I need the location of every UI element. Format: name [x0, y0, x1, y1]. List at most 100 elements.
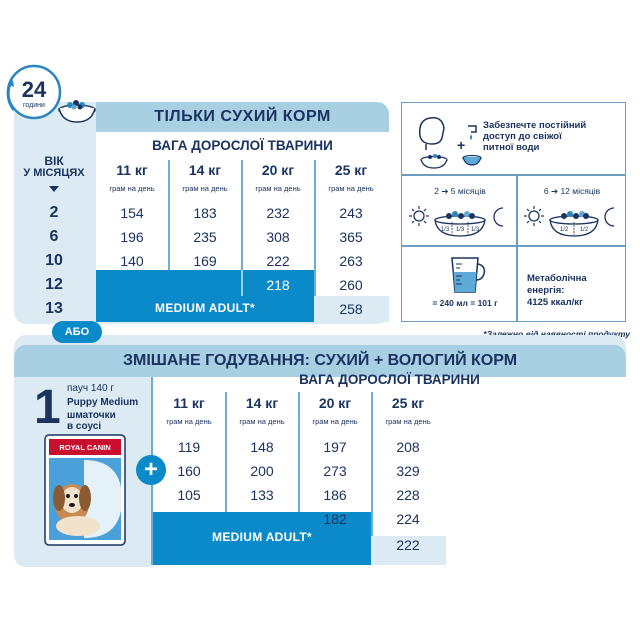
age-value: 13: [45, 300, 63, 317]
unit-label: грам на день: [255, 184, 301, 193]
age-header-line2: У МІСЯЦЯХ: [23, 167, 85, 179]
age-value: 12: [45, 276, 63, 293]
table-cell: 186: [323, 487, 347, 503]
column-divider: [241, 270, 243, 296]
medium-adult-label: MEDIUM ADULT*: [212, 530, 312, 544]
medium-adult-box: [153, 512, 371, 565]
pouch-image: ROYAL CANIN: [44, 434, 126, 546]
age-header-line1: ВІК: [44, 154, 64, 168]
fraction-label: 1/2: [560, 227, 569, 233]
table-cell: 235: [193, 229, 217, 245]
weight-header: 25 кг: [391, 395, 425, 411]
age-arrow-icon: [49, 186, 59, 192]
age-value: 6: [49, 228, 59, 245]
column-divider: [241, 160, 243, 270]
age-value: 10: [45, 252, 63, 269]
table-cell: 365: [339, 229, 363, 245]
pouch-texture: в соусі: [67, 421, 102, 432]
energy-text: Метаболічна енергія: 4125 ккал/кг: [527, 273, 622, 309]
weight-header: 14 кг: [245, 395, 279, 411]
panel-divider: [401, 245, 626, 247]
table-cell: 105: [177, 487, 201, 503]
brand-logo: ROYAL CANIN: [59, 443, 110, 452]
two-meals-icon: 1/2 1/2: [524, 206, 615, 237]
table-cell: 222: [396, 537, 420, 553]
water-advice-line: Забезпечте постійний: [483, 120, 587, 131]
table-cell: 273: [323, 463, 347, 479]
table-cell: 119: [177, 439, 201, 455]
panel-divider: [516, 174, 518, 245]
pouch-count: 1: [34, 381, 61, 434]
table-cell: 154: [120, 205, 144, 221]
weight-header: 14 кг: [188, 162, 222, 178]
column-divider: [298, 392, 300, 512]
unit-label: грам на день: [166, 417, 212, 426]
clock-label: години: [23, 102, 45, 109]
table-cell: 196: [120, 229, 144, 245]
weight-header: 11 кг: [173, 395, 205, 411]
fraction-label: 1/3: [471, 227, 480, 233]
pouch-size: пауч 140 г: [67, 383, 114, 394]
table-cell: 260: [339, 277, 363, 293]
table-cell: 197: [323, 439, 347, 455]
pouch-texture: шматочки: [67, 410, 116, 421]
or-badge: АБО: [52, 321, 102, 343]
svg-text:+: +: [457, 137, 465, 153]
weight-header: 25 кг: [334, 162, 368, 178]
table-tail: [371, 536, 446, 565]
table-cell: 133: [250, 487, 274, 503]
table-cell: 224: [396, 511, 420, 527]
water-advice-line: доступ до свіжої: [483, 131, 562, 142]
weight-header: 20 кг: [261, 162, 295, 178]
fraction-label: 1/2: [580, 227, 589, 233]
table-cell: 148: [250, 439, 274, 455]
medium-adult-box: [96, 270, 314, 322]
table-cell: 232: [266, 205, 290, 221]
unit-label: грам на день: [182, 184, 228, 193]
measuring-cup-icon: [451, 257, 486, 293]
table-cell: 183: [193, 205, 217, 221]
table-cell: 160: [177, 463, 201, 479]
age-value: 2: [49, 204, 59, 221]
unit-label: грам на день: [312, 417, 358, 426]
clock-hours: 24: [22, 77, 47, 102]
medium-adult-label: MEDIUM ADULT*: [155, 301, 255, 315]
column-divider: [225, 392, 227, 512]
table-cell: 169: [193, 253, 217, 269]
energy-line: Метаболічна енергія:: [527, 273, 587, 296]
pouch-product: Puppy Medium: [67, 397, 139, 408]
table-cell: 140: [120, 253, 144, 269]
table-cell: 329: [396, 463, 420, 479]
table-cell: 222: [266, 253, 290, 269]
table-cell: 182: [323, 511, 347, 527]
meal-split-2-5-label: 2 ➔ 5 місяців: [434, 186, 486, 196]
availability-footnote: *Залежно від наявності продукту: [483, 329, 630, 339]
column-divider: [314, 160, 316, 322]
unit-label: грам на день: [109, 184, 155, 193]
mixed-feeding-title-bar: [14, 345, 626, 377]
table-cell: 258: [339, 301, 363, 317]
plus-icon: +: [136, 455, 166, 485]
mixed-feeding-table-heading: ВАГА ДОРОСЛОЇ ТВАРИНИ: [299, 372, 480, 387]
table-tail: [314, 296, 389, 322]
dry-food-title-bar: [96, 102, 389, 132]
three-meals-icon: 1/3 1/3 1/3: [409, 206, 504, 237]
water-bowl-icon: +: [418, 116, 482, 169]
unit-label: грам на день: [328, 184, 374, 193]
unit-label: грам на день: [385, 417, 431, 426]
table-cell: 308: [266, 229, 290, 245]
panel-divider: [401, 174, 626, 176]
panel-divider: [516, 245, 518, 322]
clock-24h-icon: 24 години: [6, 64, 96, 123]
fraction-label: 1/3: [456, 227, 465, 233]
column-divider: [168, 160, 170, 270]
cup-measure-text: = 240 мл = 101 г: [432, 298, 498, 308]
table-cell: 263: [339, 253, 363, 269]
energy-line: 4125 ккал/кг: [527, 297, 583, 308]
water-advice-line: питної води: [483, 142, 540, 153]
dry-food-table-heading: ВАГА ДОРОСЛОЇ ТВАРИНИ: [152, 138, 333, 153]
meal-split-6-12-label: 6 ➔ 12 місяців: [543, 186, 601, 196]
table-cell: 218: [266, 277, 290, 293]
weight-header: 11 кг: [116, 162, 148, 178]
unit-label: грам на день: [239, 417, 285, 426]
